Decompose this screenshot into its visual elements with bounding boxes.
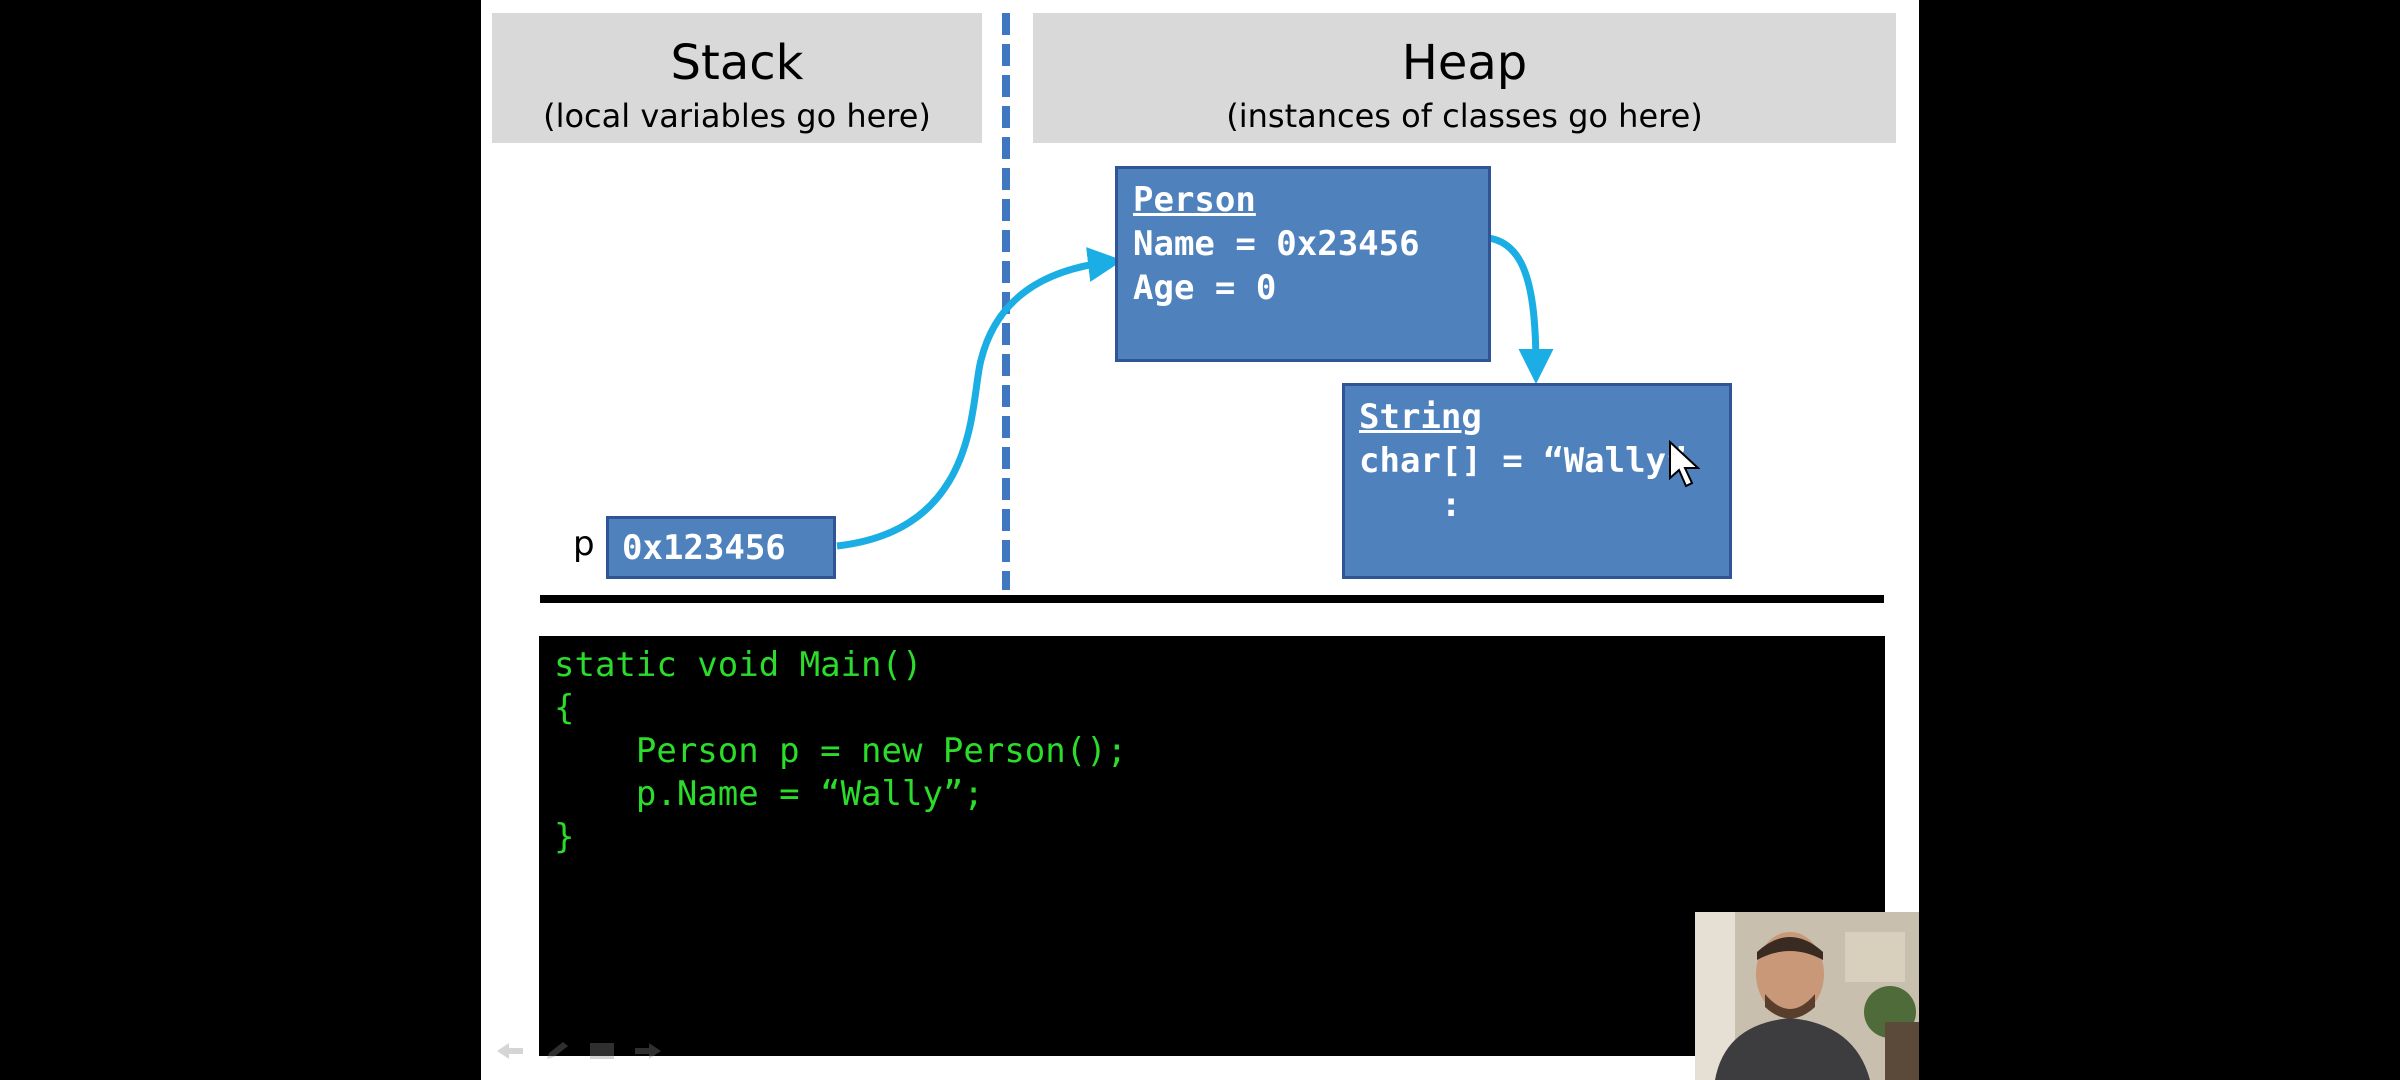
presenter-webcam-overlay bbox=[1695, 912, 1919, 1080]
code-line: Person p = new Person(); bbox=[554, 731, 1128, 771]
stack-title: Stack bbox=[670, 35, 804, 91]
stack-header: Stack (local variables go here) bbox=[492, 13, 982, 143]
string-object-heading: String bbox=[1359, 397, 1482, 437]
person-object-heading: Person bbox=[1133, 180, 1256, 220]
string-object-box: String char[] = “Wally” : bbox=[1342, 383, 1732, 579]
stack-to-person-arrow bbox=[836, 247, 1123, 550]
heap-title: Heap bbox=[1401, 35, 1528, 91]
code-line: p.Name = “Wally”; bbox=[554, 774, 984, 814]
stack-variable-value: 0x123456 bbox=[622, 528, 786, 568]
slideshow-controls bbox=[495, 1038, 663, 1064]
person-name-field: Name = 0x23456 bbox=[1133, 224, 1420, 264]
person-object-box: Person Name = 0x23456 Age = 0 bbox=[1115, 166, 1491, 362]
stack-subtitle: (local variables go here) bbox=[543, 97, 931, 135]
code-line: } bbox=[554, 817, 575, 857]
stack-variable-name: p bbox=[573, 524, 595, 564]
stack-heap-divider bbox=[1002, 13, 1010, 590]
code-line: static void Main() bbox=[554, 645, 923, 685]
person-age-field: Age = 0 bbox=[1133, 268, 1277, 308]
code-panel: static void Main() { Person p = new Pers… bbox=[539, 636, 1885, 1056]
slides-icon[interactable] bbox=[587, 1040, 617, 1062]
forward-icon[interactable] bbox=[633, 1040, 663, 1062]
section-separator bbox=[540, 595, 1884, 603]
heap-subtitle: (instances of classes go here) bbox=[1226, 97, 1703, 135]
presenter-video bbox=[1695, 912, 1919, 1080]
string-more-field: : bbox=[1359, 485, 1462, 525]
back-icon[interactable] bbox=[495, 1040, 525, 1062]
presentation-slide: Stack (local variables go here) Heap (in… bbox=[481, 0, 1919, 1080]
string-chars-field: char[] = “Wally” bbox=[1359, 441, 1687, 481]
heap-header: Heap (instances of classes go here) bbox=[1033, 13, 1896, 143]
stack-variable-box: 0x123456 bbox=[606, 516, 836, 579]
pen-icon[interactable] bbox=[541, 1040, 571, 1062]
code-line: { bbox=[554, 688, 575, 728]
mouse-cursor-icon bbox=[1669, 440, 1701, 488]
